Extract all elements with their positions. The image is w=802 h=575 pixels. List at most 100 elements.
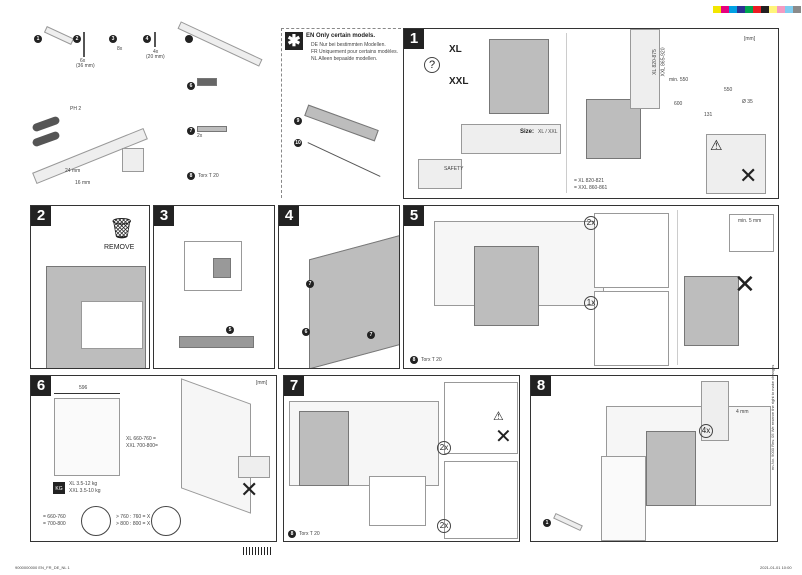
divider xyxy=(677,210,678,365)
asterisk-icon: ✱ xyxy=(285,32,303,50)
size: (36 mm) xyxy=(76,63,95,69)
foot-xxl: = XXL 860-861 xyxy=(574,185,608,191)
cross-icon: ✕ xyxy=(495,426,512,448)
step-8-panel: 8 4 mm 4x 1 xyxy=(530,375,778,542)
height-xxl: XXL 700-800= xyxy=(126,443,158,449)
qty: 4x xyxy=(153,49,159,55)
part-number: 7 xyxy=(306,280,314,288)
color-swatch xyxy=(729,6,737,13)
part-number xyxy=(185,35,193,43)
cabinet-niche xyxy=(630,29,660,109)
screw-icon xyxy=(154,32,156,47)
dim-line xyxy=(54,393,120,394)
xl-label: XL xyxy=(449,44,462,55)
protective-strip xyxy=(179,336,254,348)
dim: 131 xyxy=(704,112,713,118)
dishwasher-illustration xyxy=(586,99,641,159)
wrench-label: 16 mm xyxy=(75,180,91,186)
weight-xl: XL 3.5-12 kg xyxy=(69,481,98,487)
range-b1: > 760 : 760 = X xyxy=(116,514,151,520)
trash-icon: 🗑 xyxy=(109,218,135,240)
color-swatch xyxy=(745,6,753,13)
color-swatch xyxy=(761,6,769,13)
count-badge: 4x xyxy=(699,424,713,438)
size: (20 mm) xyxy=(146,54,165,60)
qty: 6x xyxy=(80,58,86,64)
tape-measure-icon xyxy=(122,148,144,172)
dishwasher-illustration xyxy=(646,431,696,506)
count-badge: 2x xyxy=(584,216,598,230)
torx-label: Torx T 20 xyxy=(198,173,219,179)
barcode xyxy=(243,547,271,555)
door-panel xyxy=(54,398,120,476)
torx-label: Torx T 20 xyxy=(299,531,320,537)
color-swatch xyxy=(777,6,785,13)
cross-icon: ✕ xyxy=(739,163,758,188)
qty: 8x xyxy=(117,46,123,52)
warning-icon: ⚠ xyxy=(493,409,504,423)
step-2-panel: 2 🗑 REMOVE xyxy=(30,205,150,369)
footer-right: 2021-01-01 10:00 xyxy=(760,565,792,570)
part-number: 7 xyxy=(367,331,375,339)
note-nl: NL Alleen bepaalde modellen. xyxy=(311,56,378,62)
xxl-label: XXL xyxy=(449,76,469,87)
weight-xxl: XXL 3.5-10 kg xyxy=(69,488,101,494)
color-swatch xyxy=(785,6,793,13)
gap-label: 4 mm xyxy=(736,409,749,415)
dishwasher-illustration xyxy=(299,411,349,486)
screwdriver-icon xyxy=(31,115,61,133)
part-number: 8 xyxy=(187,172,195,180)
height-xl: XL 660-760 = xyxy=(126,436,156,442)
dishwasher-illustration xyxy=(489,39,549,114)
step-number: 1 xyxy=(404,29,424,49)
part-number: 3 xyxy=(109,35,117,43)
count-badge: 1x xyxy=(584,296,598,310)
color-swatch xyxy=(793,6,801,13)
detail-inset: ⚠✕ xyxy=(444,382,518,454)
detail-inset xyxy=(369,476,426,526)
safety-manual-icon: SAFETY xyxy=(418,159,464,189)
note-en: EN Only certain models. xyxy=(306,33,376,39)
dim: 550 xyxy=(724,87,733,93)
certain-models-box: ✱ EN Only certain models. DE Nur bei bes… xyxy=(281,28,401,198)
document-number: en-No. 9000 Rev. 05 We reserve the right… xyxy=(770,364,775,470)
color-swatch xyxy=(769,6,777,13)
door-panel xyxy=(601,456,646,541)
part-clip xyxy=(197,78,217,86)
range-a1: = 660-760 xyxy=(43,514,66,520)
remove-label: REMOVE xyxy=(104,244,135,251)
torx-label: Torx T 20 xyxy=(421,357,442,363)
safety-label: SAFETY xyxy=(444,166,464,172)
width-dim: 596 xyxy=(79,385,88,391)
color-swatch xyxy=(713,6,721,13)
footer-left: 9000000000 EN_FR_DE_NL 1 xyxy=(15,565,70,570)
part-number: 9 xyxy=(294,117,302,125)
rear-adjust-inset xyxy=(594,291,669,366)
dim: min. 550 xyxy=(669,77,689,83)
cross-icon: ✕ xyxy=(734,269,756,299)
parts-list: 1 2 6x (36 mm) 3 8x 4 4x (20 mm) 6 7 2x … xyxy=(20,20,275,200)
part-number: 8 xyxy=(410,356,418,364)
size-label: Size: xyxy=(520,129,535,135)
detail-circle xyxy=(151,506,181,536)
strip xyxy=(213,258,231,278)
part-number: 8 xyxy=(288,530,296,538)
step-number: 2 xyxy=(31,206,51,226)
step-number: 3 xyxy=(154,206,174,226)
part-number: 6 xyxy=(302,328,310,336)
dim: XXL 865-920 xyxy=(660,47,667,77)
part-number: 6 xyxy=(187,82,195,90)
gap-inset: min. 5 mm xyxy=(729,214,774,252)
rating-label: Size: XL / XXL xyxy=(461,124,561,154)
step-1-panel: 1 ? XL XXL Size: XL / XXL SAFETY = XL 82… xyxy=(403,28,779,199)
part-rod xyxy=(307,142,381,177)
cross-icon: ✕ xyxy=(240,477,259,502)
dishwasher-illustration xyxy=(684,276,739,346)
color-swatch xyxy=(737,6,745,13)
step-5-panel: 5 2x 1x 8 Torx T 20 min. 5 mm ✕ xyxy=(403,205,779,369)
dim: XL 820-875 xyxy=(651,49,658,75)
divider xyxy=(566,33,567,193)
dim: 600 xyxy=(674,101,683,107)
step-number: 8 xyxy=(531,376,551,396)
step-number: 7 xyxy=(284,376,304,396)
